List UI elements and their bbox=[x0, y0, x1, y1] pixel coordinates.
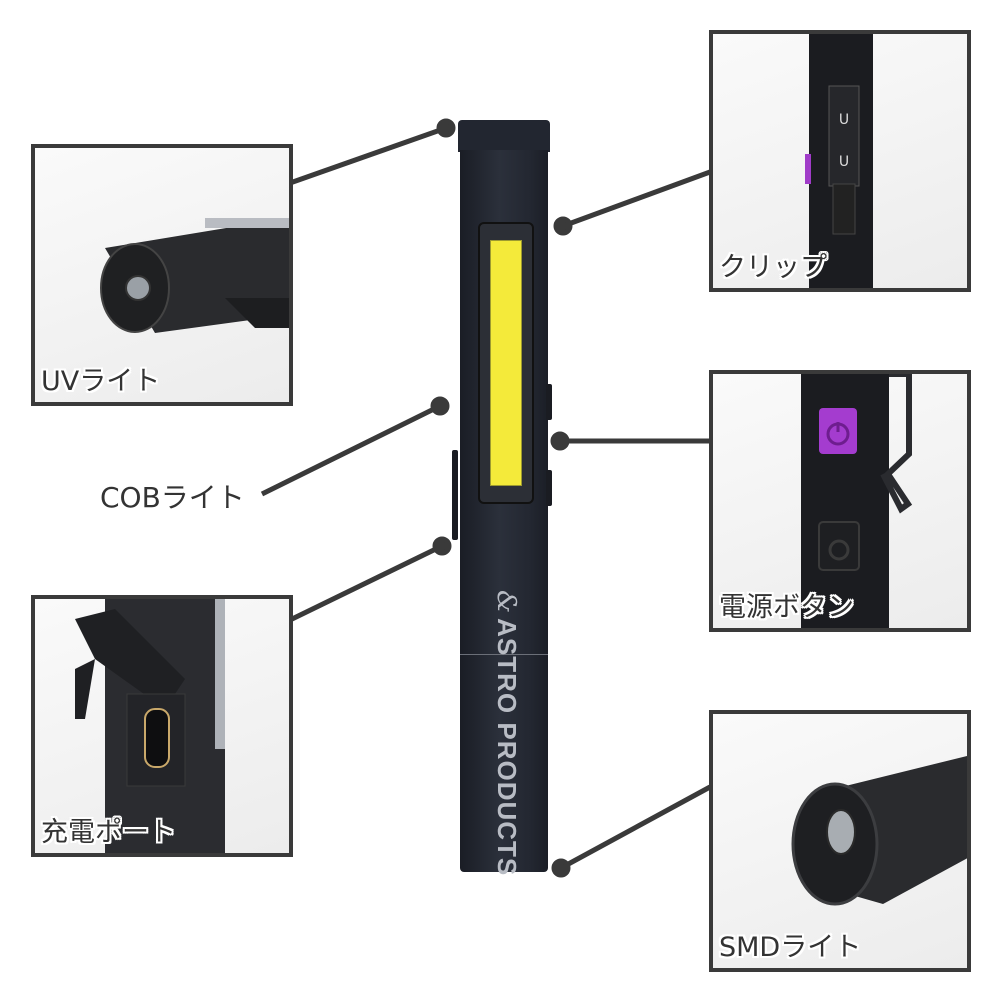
uv-light-label: UVライト bbox=[41, 366, 161, 397]
clip-label: クリップ bbox=[719, 252, 827, 283]
side-button bbox=[546, 384, 552, 420]
penlight-product: &ASTRO PRODUCTS bbox=[452, 120, 552, 876]
charge-port-photo bbox=[75, 599, 225, 853]
power-button-panel: 電源ボタン bbox=[709, 370, 971, 632]
smd-light-photo bbox=[791, 755, 967, 906]
uv-light-panel: UVライト bbox=[31, 144, 293, 406]
pen-clip-edge bbox=[452, 450, 458, 540]
smd-light-label: SMDライト bbox=[719, 932, 862, 963]
cob-light-label: COBライト bbox=[100, 481, 245, 514]
smd-light-panel: SMDライト bbox=[709, 710, 971, 972]
svg-text:U: U bbox=[839, 154, 849, 170]
charge-port-panel: 充電ポート bbox=[31, 595, 293, 857]
brand-logo: &ASTRO PRODUCTS bbox=[491, 590, 522, 877]
power-button-label: 電源ボタン bbox=[719, 592, 854, 623]
cob-light-strip bbox=[490, 240, 522, 486]
pen-top-cap bbox=[458, 120, 550, 152]
svg-text:U: U bbox=[839, 112, 849, 128]
uv-light-photo bbox=[100, 218, 289, 333]
clip-panel: U U クリップ bbox=[709, 30, 971, 292]
pen-body: &ASTRO PRODUCTS bbox=[452, 150, 552, 876]
side-button bbox=[546, 470, 552, 506]
charge-port-label: 充電ポート bbox=[41, 817, 176, 848]
cob-light-frame bbox=[478, 222, 534, 504]
power-button-photo bbox=[801, 374, 913, 628]
clip-photo: U U bbox=[805, 34, 873, 288]
pen-seam bbox=[460, 654, 548, 655]
